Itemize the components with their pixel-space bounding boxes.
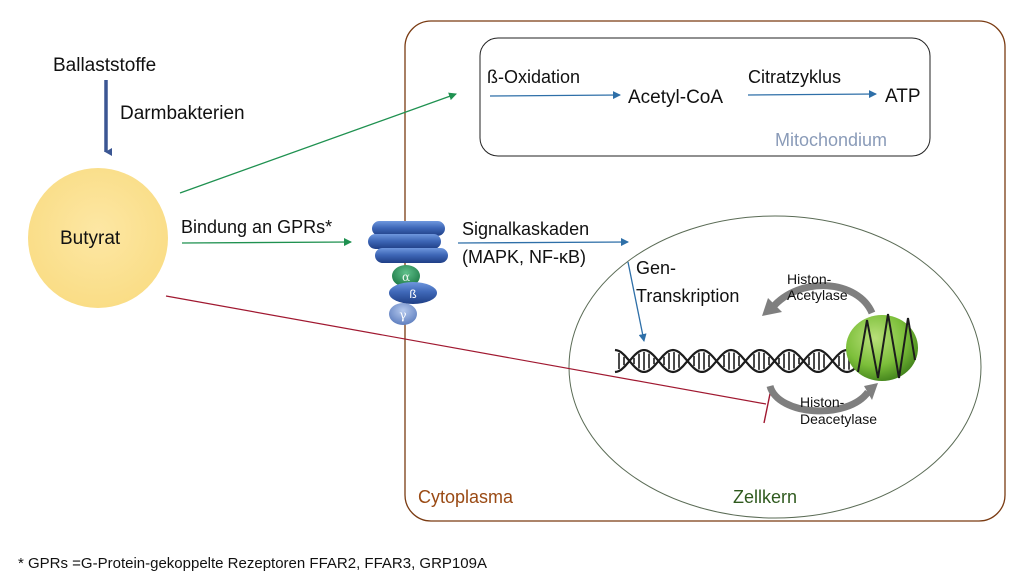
beta-oxidation-arrow bbox=[489, 91, 621, 100]
butyrate-circle bbox=[28, 168, 168, 308]
hat-label-line1: Histon- bbox=[787, 271, 832, 287]
receptor-helix-3 bbox=[375, 248, 448, 263]
citric-cycle-label: Citratzyklus bbox=[748, 67, 842, 87]
footnote: * GPRs =G-Protein-gekoppelte Rezeptoren … bbox=[18, 555, 487, 572]
g-protein-beta bbox=[389, 282, 437, 304]
gut-bacteria-label: Darmbakterien bbox=[120, 103, 245, 124]
butyrate-inhibits-hdac-line bbox=[165, 295, 767, 405]
inhibition-bar bbox=[763, 388, 772, 424]
g-protein-gamma bbox=[389, 303, 417, 325]
hat-label-line2: Acetylase bbox=[787, 287, 848, 303]
signaling-line1: Signalkaskaden bbox=[462, 219, 590, 239]
butyrate-to-receptor-arrow bbox=[181, 238, 352, 247]
transcription-line2: Transkription bbox=[636, 286, 740, 306]
hdac-arrow-head bbox=[864, 383, 878, 400]
g-protein-alpha bbox=[392, 265, 420, 287]
nucleosome bbox=[846, 313, 918, 381]
nucleus-outline bbox=[568, 215, 982, 519]
acetyl-coa-label: Acetyl-CoA bbox=[628, 87, 724, 108]
dna-helix bbox=[614, 348, 860, 374]
hat-arrow-head bbox=[762, 298, 782, 316]
receptor-helix-2 bbox=[368, 234, 441, 249]
hdac-label-line1: Histon- bbox=[800, 394, 845, 410]
transcription-line1: Gen- bbox=[636, 258, 677, 278]
signaling-arrow bbox=[457, 238, 629, 247]
beta-oxidation-label: ß-Oxidation bbox=[487, 67, 581, 87]
binding-label: Bindung an GPRs* bbox=[181, 217, 333, 237]
nucleosome-dna-wrap bbox=[857, 313, 916, 379]
mitochondrion-label: Mitochondium bbox=[775, 130, 888, 150]
hat-arrow bbox=[769, 282, 876, 315]
citric-cycle-arrow bbox=[747, 90, 877, 99]
hdac-label-line2: Deacetylase bbox=[800, 411, 878, 427]
butyrate-label: Butyrat bbox=[60, 228, 121, 249]
receptor-helix-1 bbox=[372, 221, 445, 236]
signaling-line2: (MAPK, NF-κB) bbox=[462, 247, 586, 267]
mitochondrion-box bbox=[479, 37, 931, 157]
gpcr-receptor: α ß γ bbox=[368, 221, 448, 325]
dna-strand-2 bbox=[614, 349, 860, 374]
cytoplasm-label: Cytoplasma bbox=[418, 487, 514, 507]
gamma-label: γ bbox=[399, 308, 406, 322]
atp-label: ATP bbox=[885, 86, 921, 107]
beta-label: ß bbox=[409, 287, 416, 301]
fiber-label: Ballaststoffe bbox=[53, 55, 157, 76]
alpha-label: α bbox=[402, 270, 410, 284]
transcription-arrow bbox=[627, 261, 647, 342]
dna-strand-1 bbox=[614, 348, 860, 373]
butyrate-to-mitochondrion-arrow bbox=[179, 92, 457, 194]
nucleus-label: Zellkern bbox=[733, 487, 798, 507]
hdac-arrow bbox=[766, 384, 871, 415]
